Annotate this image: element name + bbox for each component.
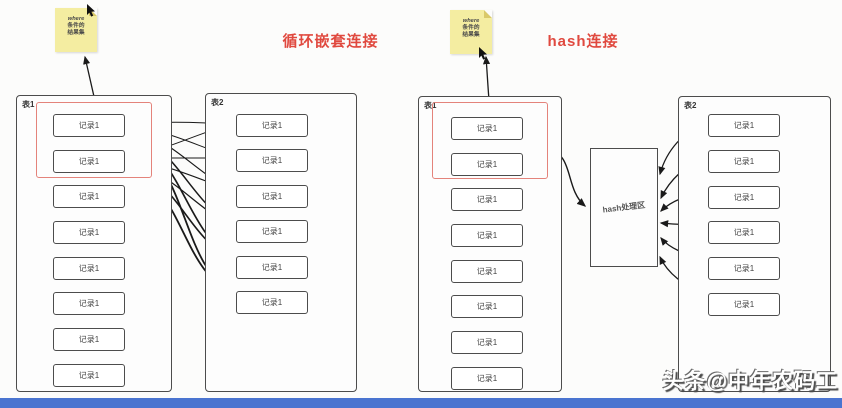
table-row: 记录1 [451, 188, 523, 212]
table-row: 记录1 [451, 259, 523, 283]
table-row: 记录1 [451, 152, 523, 176]
table-row: 记录1 [236, 184, 308, 208]
left-where-result-highlight [36, 102, 152, 178]
table-row: 记录1 [53, 328, 125, 352]
table-row: 记录1 [708, 292, 780, 316]
table-row: 记录1 [708, 149, 780, 173]
left-table2-label: 表2 [211, 98, 224, 107]
right-where-result-highlight [432, 102, 548, 179]
table-row: 记录1 [451, 366, 523, 390]
table-row: 记录1 [53, 256, 125, 280]
bottom-blue-bar [0, 398, 842, 408]
table-row: 记录1 [53, 114, 125, 137]
right-table2-rows: 记录1 记录1 记录1 记录1 记录1 记录1 [708, 114, 780, 316]
right-table1-label: 表1 [424, 101, 437, 110]
right-table1-rows: 记录1 记录1 记录1 记录1 记录1 记录1 记录1 记录1 [451, 117, 523, 390]
table-row: 记录1 [451, 117, 523, 140]
left-table1-rows: 记录1 记录1 记录1 记录1 记录1 记录1 记录1 记录1 [53, 114, 125, 387]
note-text-line: 条件的 [462, 25, 480, 31]
table-row: 记录1 [53, 363, 125, 387]
table-row: 记录1 [236, 220, 308, 244]
left-table1-label: 表1 [22, 100, 35, 109]
table-row: 记录1 [53, 185, 125, 209]
hash-area-box: hash处理区 [590, 148, 658, 267]
note-text-line: 结果集 [67, 30, 85, 36]
table-row: 记录1 [451, 224, 523, 248]
table-row: 记录1 [708, 221, 780, 245]
note-text-line: 结果集 [462, 32, 480, 38]
note-text-line: 条件的 [67, 23, 85, 29]
table-row: 记录1 [708, 257, 780, 281]
table-row: 记录1 [451, 331, 523, 355]
table-row: 记录1 [236, 149, 308, 173]
right-table2-label: 表2 [684, 101, 697, 110]
hash-join-title: hash连接 [547, 33, 619, 50]
table-row: 记录1 [53, 221, 125, 245]
table-row: 记录1 [236, 290, 308, 314]
table-row: 记录1 [451, 295, 523, 319]
note-fold-corner [484, 10, 492, 18]
mouse-cursor-icon [479, 47, 487, 60]
left-table2-rows: 记录1 记录1 记录1 记录1 记录1 记录1 [236, 114, 308, 314]
toutiao-watermark: 头条@中年农码工 [662, 370, 838, 393]
table-row: 记录1 [708, 185, 780, 209]
note-fold-corner [89, 8, 97, 16]
table-row: 记录1 [236, 255, 308, 279]
hash-area-label: hash处理区 [602, 199, 646, 215]
table-row: 记录1 [53, 149, 125, 173]
table-row: 记录1 [53, 292, 125, 316]
table-row: 记录1 [708, 114, 780, 137]
note-text-line: where [67, 16, 85, 22]
nested-loop-join-title: 循环嵌套连接 [282, 33, 379, 50]
mouse-cursor-icon [87, 4, 95, 17]
note-text-line: where [462, 18, 480, 24]
table-row: 记录1 [236, 114, 308, 137]
